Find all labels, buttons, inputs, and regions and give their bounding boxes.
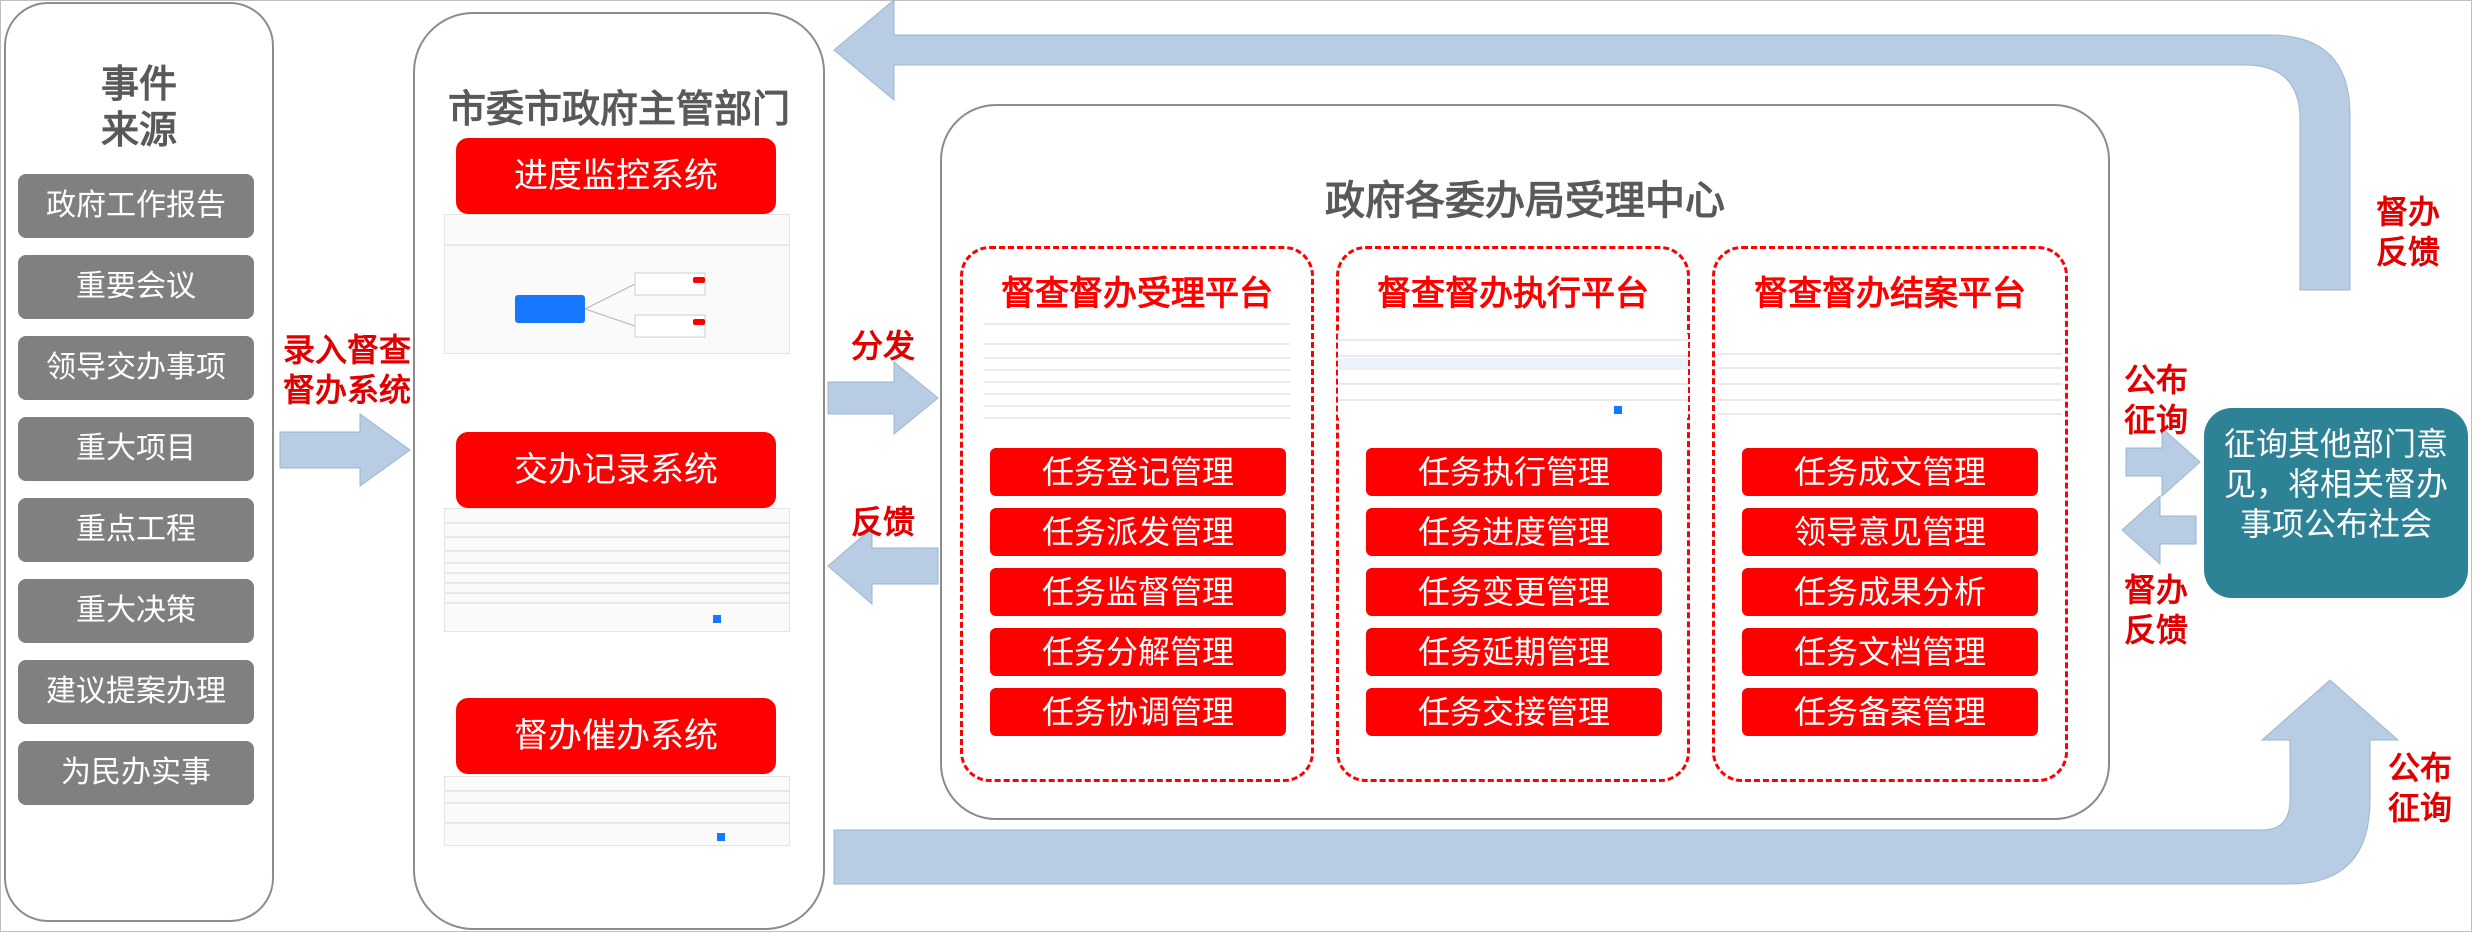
feedback-label: 反馈 xyxy=(850,504,915,540)
distribute-label: 分发 xyxy=(850,328,915,364)
acceptance-platform-title: 督查督办受理平台 xyxy=(1001,275,1273,313)
closing-platform-screenshot xyxy=(1718,334,2062,420)
source-item: 重大决策 xyxy=(18,579,254,643)
enter-arrow xyxy=(279,413,411,487)
publish-consult-label: 公布 征询 xyxy=(2123,362,2188,438)
acceptance-center-title: 政府各委办局受理中心 xyxy=(1325,179,1725,223)
source-item: 重点工程 xyxy=(18,498,254,562)
source-item: 领导交办事项 xyxy=(18,336,254,400)
urge-supervise-screenshot xyxy=(444,776,790,846)
supervise-feedback-top-label: 督办 反馈 xyxy=(2375,194,2440,270)
feedback-arrow xyxy=(827,526,939,606)
consult-publish-box: 征询其他部门意见，将相关督办事项公布社会 xyxy=(2204,408,2468,598)
urge-supervise-system: 督办催办系统 xyxy=(456,698,776,774)
source-item: 为民办实事 xyxy=(18,741,254,805)
execution-platform xyxy=(1336,246,1690,782)
assignment-record-system: 交办记录系统 xyxy=(456,432,776,508)
source-item: 政府工作报告 xyxy=(18,174,254,238)
closing-platform xyxy=(1712,246,2068,782)
distribute-arrow xyxy=(827,360,939,436)
task-button: 任务进度管理 xyxy=(1366,508,1662,556)
enter-system-label: 录入督查 督办系统 xyxy=(282,332,411,408)
task-button: 任务变更管理 xyxy=(1366,568,1662,616)
task-button: 任务成文管理 xyxy=(1742,448,2038,496)
task-button: 任务交接管理 xyxy=(1366,688,1662,736)
task-button: 任务协调管理 xyxy=(990,688,1286,736)
progress-monitor-screenshot xyxy=(444,214,790,354)
task-button: 任务成果分析 xyxy=(1742,568,2038,616)
event-source-title: 事件 来源 xyxy=(100,64,177,152)
progress-monitor-system: 进度监控系统 xyxy=(456,138,776,214)
acceptance-platform xyxy=(960,246,1314,782)
task-button: 任务备案管理 xyxy=(1742,688,2038,736)
task-button: 任务文档管理 xyxy=(1742,628,2038,676)
task-button: 任务分解管理 xyxy=(990,628,1286,676)
feedback-left-arrow xyxy=(2121,494,2197,566)
acceptance-platform-screenshot xyxy=(984,314,1290,432)
supervise-feedback-mid-label: 督办 反馈 xyxy=(2123,572,2188,648)
publish-right-arrow xyxy=(2125,426,2201,498)
publish-consult-bottom-label: 公布 征询 xyxy=(2387,750,2452,826)
task-button: 任务派发管理 xyxy=(990,508,1286,556)
source-item: 重要会议 xyxy=(18,255,254,319)
source-item: 建议提案办理 xyxy=(18,660,254,724)
top-feedback-arrow xyxy=(833,0,2351,291)
task-button: 任务监督管理 xyxy=(990,568,1286,616)
execution-platform-title: 督查督办执行平台 xyxy=(1377,275,1649,313)
bottom-publish-arrow xyxy=(833,679,2400,885)
task-button: 领导意见管理 xyxy=(1742,508,2038,556)
execution-platform-screenshot xyxy=(1338,334,1688,418)
closing-platform-title: 督查督办结案平台 xyxy=(1754,275,2026,313)
task-button: 任务登记管理 xyxy=(990,448,1286,496)
task-button: 任务执行管理 xyxy=(1366,448,1662,496)
source-item: 重大项目 xyxy=(18,417,254,481)
dept-title: 市委市政府主管部门 xyxy=(447,89,790,131)
task-button: 任务延期管理 xyxy=(1366,628,1662,676)
assignment-record-screenshot xyxy=(444,508,790,632)
